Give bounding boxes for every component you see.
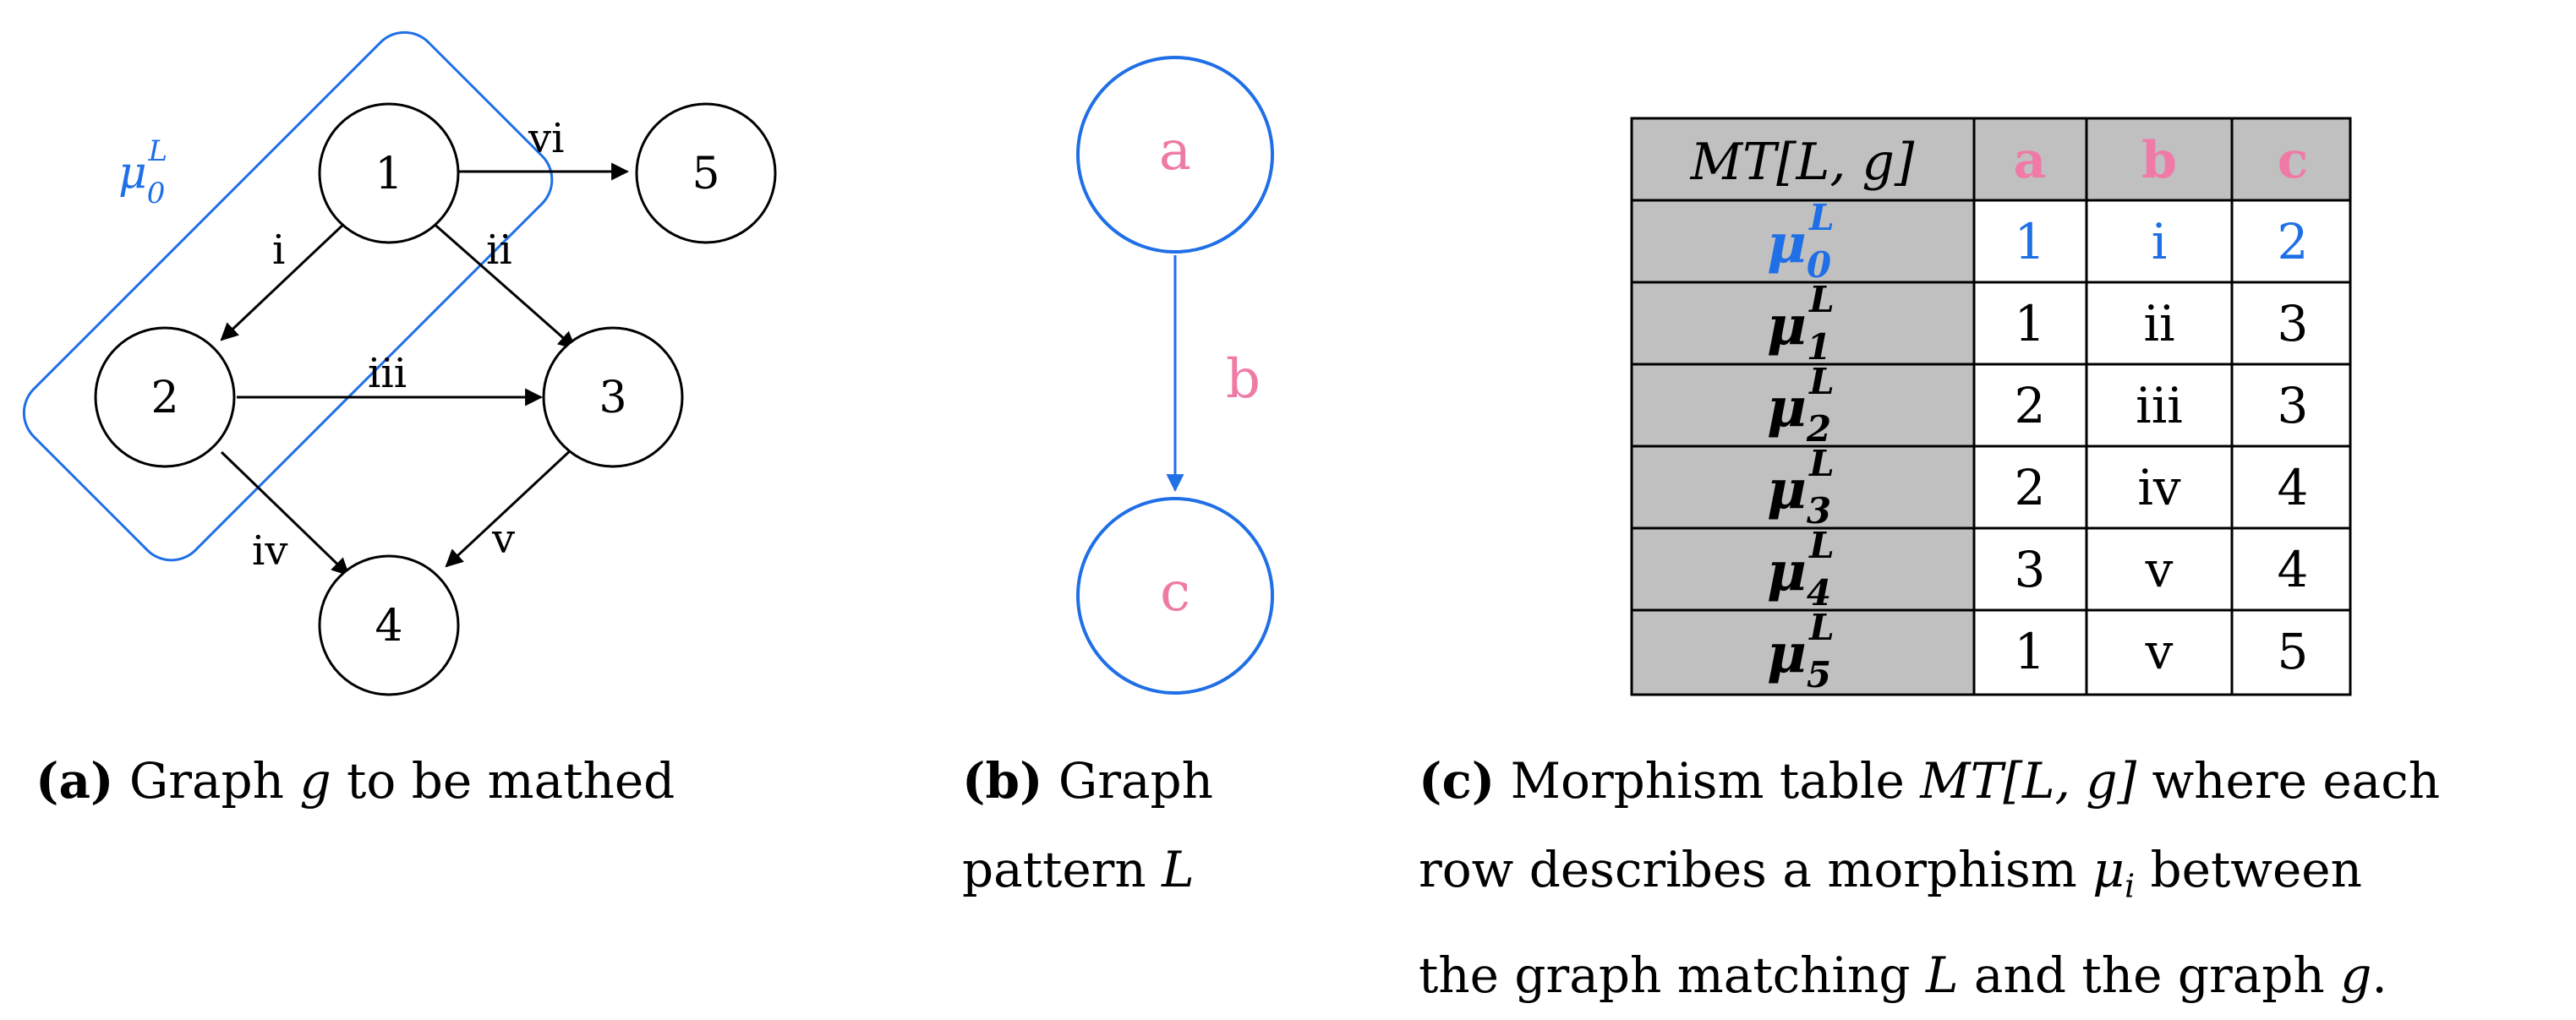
pattern-node-label-c: c (1160, 561, 1190, 624)
node-label-2: 2 (150, 373, 178, 423)
mu0-region-label: μ0L (118, 134, 167, 210)
cell-2-a: 2 (2015, 377, 2046, 434)
cell-0-b: i (2152, 213, 2168, 270)
node-1 (318, 102, 460, 244)
node-label-3: 3 (599, 373, 626, 423)
caption-a-tag: (a) (36, 752, 114, 810)
pattern-node-label-a: a (1159, 120, 1191, 183)
morphism-table: MT[L, g] a b c μ0L μ1L μ2L μ3L μ4L μ5L 1… (1630, 117, 2352, 696)
pattern-node-a (1076, 56, 1274, 254)
edge-label-ii: ii (486, 226, 512, 274)
edge-label-v: v (491, 515, 515, 563)
row-label-1: μ1L (1767, 279, 1835, 368)
edge-v (445, 446, 575, 568)
table-header-c: c (2278, 131, 2309, 190)
row-label-4: μ4L (1767, 525, 1835, 614)
row-label-0: μ0L (1767, 197, 1835, 286)
edge-label-iv: iv (252, 527, 287, 575)
node-3 (542, 326, 684, 468)
cell-1-a: 1 (2015, 295, 2046, 352)
cell-4-a: 3 (2015, 541, 2046, 598)
node-label-4: 4 (375, 601, 402, 652)
table-header-b: b (2141, 131, 2177, 190)
cell-3-c: 4 (2278, 459, 2309, 516)
cell-5-c: 5 (2278, 623, 2309, 680)
cell-5-b: v (2145, 623, 2174, 680)
pattern-node-c (1076, 497, 1274, 695)
cell-1-c: 3 (2278, 295, 2309, 352)
table-grid (1630, 117, 2352, 696)
cell-0-a: 1 (2015, 213, 2046, 270)
edge-iv (220, 450, 350, 576)
graph-g-edges (220, 162, 630, 576)
cell-0-c: 2 (2278, 213, 2309, 270)
node-label-1: 1 (375, 149, 402, 199)
pattern-L-diagram: a c b (1076, 56, 1274, 695)
edge-label-iii: iii (368, 350, 407, 397)
table-header-bg (1632, 118, 2350, 200)
table-header-a: a (2014, 131, 2047, 190)
table-header-title: MT[L, g] (1690, 133, 1915, 192)
row-label-3: μ3L (1767, 443, 1835, 532)
edge-label-i: i (272, 226, 285, 274)
cell-2-c: 3 (2278, 377, 2309, 434)
cell-3-a: 2 (2015, 459, 2046, 516)
cell-4-c: 4 (2278, 541, 2309, 598)
row-label-2: μ2L (1767, 361, 1835, 450)
edge-i (220, 220, 348, 341)
cell-5-a: 1 (2015, 623, 2046, 680)
edge-label-vi: vi (528, 115, 564, 162)
node-4 (318, 554, 460, 696)
edge-ii (430, 220, 577, 350)
node-2 (94, 326, 236, 468)
cell-3-b: iv (2137, 459, 2181, 516)
caption-c-tag: (c) (1419, 752, 1496, 810)
caption-b-tag: (b) (962, 752, 1043, 810)
node-5 (635, 102, 777, 244)
cell-2-b: iii (2136, 377, 2183, 434)
cell-1-b: ii (2143, 295, 2174, 352)
caption-b: (b) Graph pattern L (962, 752, 1214, 898)
node-label-5: 5 (692, 149, 719, 199)
mu0-region (22, 30, 554, 562)
caption-a: (a) Graph g to be mathed (36, 752, 675, 810)
caption-c: (c) Morphism table MT[L, g] where each r… (1419, 752, 2441, 1004)
pattern-edge-label-b: b (1226, 348, 1261, 411)
cell-4-b: v (2145, 541, 2174, 598)
row-label-5: μ5L (1767, 607, 1835, 695)
